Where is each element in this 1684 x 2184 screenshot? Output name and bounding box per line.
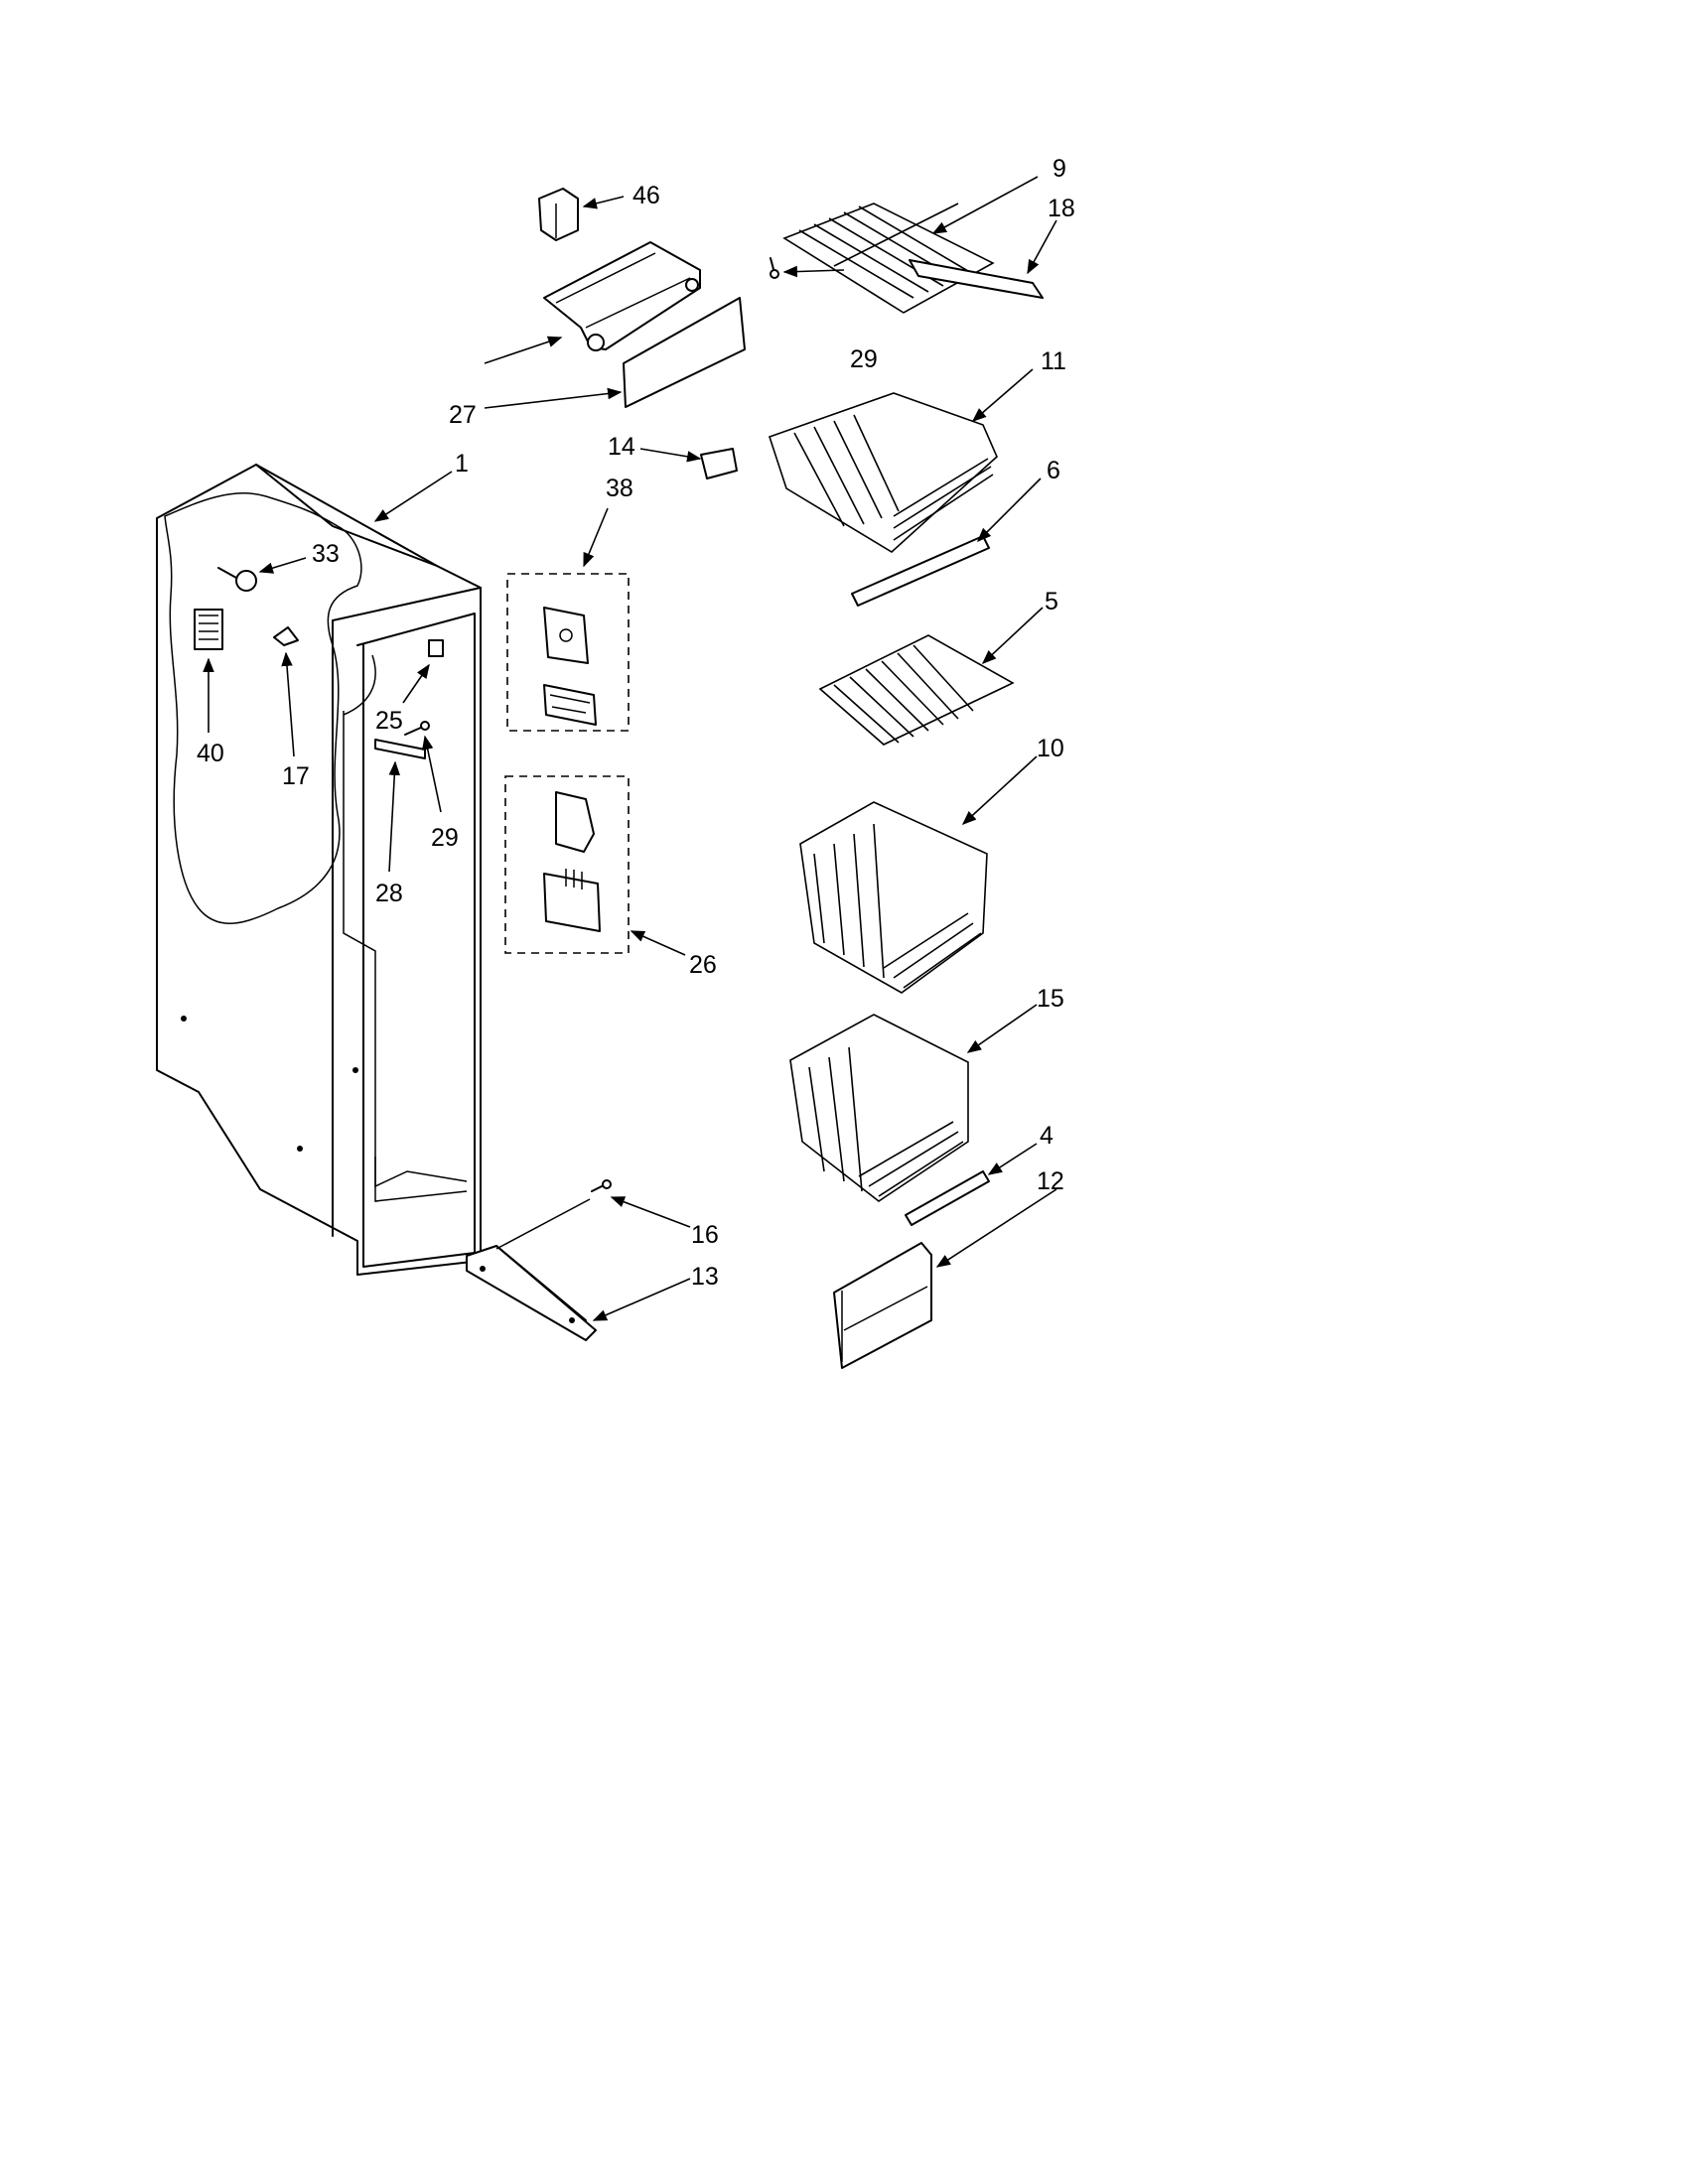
- vent-grille-part-40: [194, 609, 223, 650]
- callout-18: 18: [1048, 195, 1075, 222]
- callout-1: 1: [455, 450, 469, 478]
- callout-26: 26: [689, 951, 717, 979]
- shelf-part-9: [782, 203, 995, 314]
- basket-part-15: [789, 1014, 969, 1202]
- callout-5: 5: [1045, 588, 1058, 615]
- callout-11: 11: [1041, 347, 1066, 375]
- callout-10: 10: [1037, 735, 1064, 762]
- panel-part-27: [623, 297, 746, 408]
- callout-12: 12: [1037, 1167, 1064, 1195]
- rod-part-6: [851, 535, 990, 607]
- kit-part-26: [504, 775, 630, 954]
- callout-33: 33: [312, 540, 340, 568]
- clip-part-46: [538, 188, 579, 241]
- callout-38: 38: [606, 475, 633, 502]
- callout-40: 40: [197, 740, 224, 767]
- bin-front-part-12: [833, 1242, 932, 1369]
- callout-29-lower: 29: [431, 824, 459, 852]
- callout-9: 9: [1052, 155, 1066, 183]
- clip-part-17: [273, 626, 299, 646]
- callout-46: 46: [632, 182, 660, 209]
- rod-part-4: [905, 1170, 990, 1226]
- leader-lines: [203, 176, 1057, 1321]
- callout-17: 17: [282, 762, 310, 790]
- hinge-bracket: [543, 241, 701, 351]
- screw-part-29-lower: [404, 721, 430, 736]
- screw-part-16: [591, 1179, 612, 1192]
- basket-part-11: [768, 392, 998, 553]
- parts-diagram: 46 9 18 29 11 27 14 1 38 6 33 5 25 40 17…: [156, 155, 1075, 1369]
- callout-28: 28: [375, 880, 403, 907]
- callout-27: 27: [449, 401, 477, 429]
- callout-14: 14: [608, 433, 635, 461]
- callout-15: 15: [1037, 985, 1064, 1013]
- callout-16: 16: [691, 1221, 719, 1249]
- callout-25: 25: [375, 707, 403, 735]
- cabinet-liner-part-1: [156, 464, 482, 1276]
- clip-part-14: [700, 448, 738, 479]
- switch-part-25: [428, 639, 444, 657]
- callout-6: 6: [1047, 457, 1060, 484]
- shelf-part-5: [818, 634, 1015, 746]
- callout-13: 13: [691, 1263, 719, 1291]
- callout-29-upper: 29: [850, 345, 878, 373]
- trim-part-18: [909, 259, 1044, 299]
- trim-part-13: [466, 1245, 597, 1341]
- bracket-part-28: [374, 739, 426, 759]
- callout-4: 4: [1040, 1122, 1053, 1150]
- light-bulb-part-33: [217, 567, 257, 592]
- screw-part-29-upper: [770, 257, 779, 279]
- basket-part-10: [799, 801, 988, 994]
- kit-part-38: [506, 573, 630, 732]
